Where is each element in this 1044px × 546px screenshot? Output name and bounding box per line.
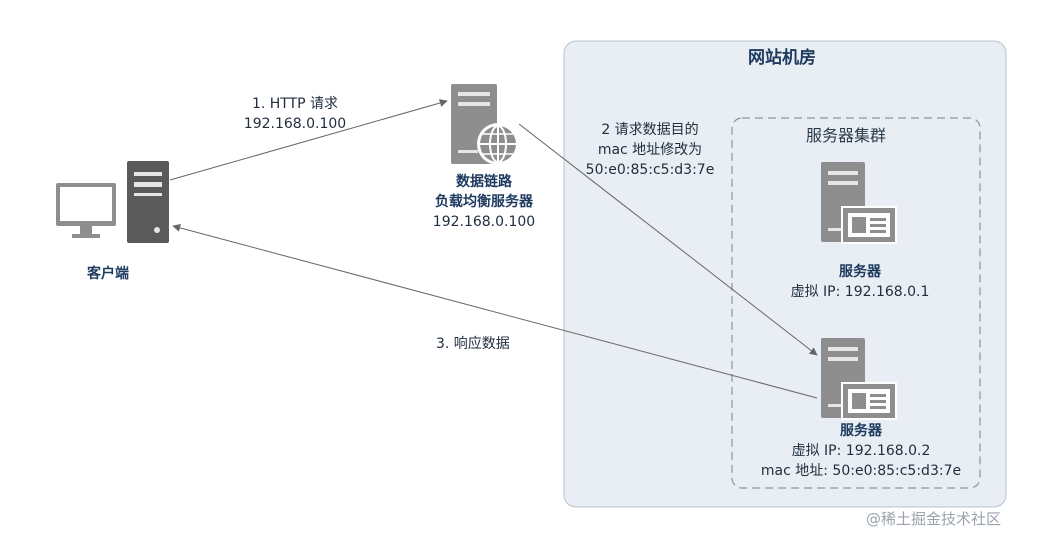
step-1-label: 1. HTTP 请求 192.168.0.100: [225, 94, 365, 134]
load-balancer-label: 数据链路 负载均衡服务器 192.168.0.100: [409, 172, 559, 232]
step-2-line1: 2 请求数据目的: [601, 122, 699, 138]
client-label: 客户端: [87, 266, 129, 282]
server-2-mac: mac 地址: 50:e0:85:c5:d3:7e: [760, 463, 962, 479]
load-balancer-line2: 负载均衡服务器: [435, 194, 533, 210]
load-balancer-line1: 数据链路: [456, 174, 512, 190]
step-2-line3: 50:e0:85:c5:d3:7e: [585, 162, 715, 178]
arrow-response: [172, 223, 818, 399]
server-1-vip: 虚拟 IP: 192.168.0.1: [790, 284, 930, 300]
arrow-http-request: [169, 99, 448, 181]
step-2-label: 2 请求数据目的 mac 地址修改为 50:e0:85:c5:d3:7e: [580, 120, 720, 180]
client-computer-icon: [56, 161, 169, 243]
step-2-line2: mac 地址修改为: [597, 142, 703, 158]
watermark: @稀土掘金技术社区: [866, 510, 1002, 528]
server-2-vip: 虚拟 IP: 192.168.0.2: [791, 443, 931, 459]
arrow-forward-to-server: [518, 123, 818, 356]
step-1-line2: 192.168.0.100: [243, 116, 347, 132]
server-1-label: 服务器 虚拟 IP: 192.168.0.1: [770, 262, 950, 302]
server-1-name: 服务器: [839, 264, 881, 280]
server-2-name: 服务器: [840, 423, 882, 439]
server-1-icon: [821, 162, 897, 244]
server-2-label: 服务器 虚拟 IP: 192.168.0.2 mac 地址: 50:e0:85:…: [746, 421, 976, 481]
step-1-line1: 1. HTTP 请求: [251, 96, 339, 112]
load-balancer-ip: 192.168.0.100: [432, 214, 536, 230]
load-balancer-server-icon: [451, 84, 519, 165]
datacenter-title: 网站机房: [748, 48, 816, 68]
cluster-title: 服务器集群: [806, 126, 887, 145]
server-2-icon: [821, 338, 897, 420]
step-3-label: 3. 响应数据: [436, 336, 510, 352]
cluster-region: [731, 117, 981, 489]
